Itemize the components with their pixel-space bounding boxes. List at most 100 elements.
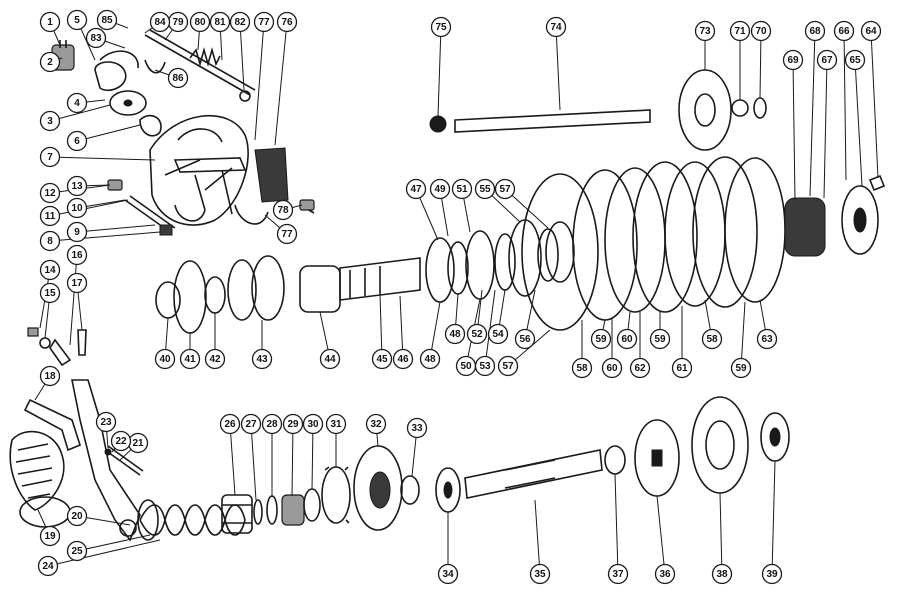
callout-circle bbox=[37, 555, 59, 577]
leader-line-11 bbox=[49, 199, 129, 217]
mainshaft-and-clutch-assembly bbox=[155, 69, 886, 334]
callout-circle bbox=[302, 413, 324, 435]
leader-line-37 bbox=[614, 473, 619, 575]
callout-number: 69 bbox=[787, 55, 799, 66]
part-callout-64: 64 bbox=[860, 20, 882, 42]
part-callout-59: 59 bbox=[730, 357, 752, 379]
leader-line-27 bbox=[250, 423, 257, 501]
leader-line-59 bbox=[740, 301, 746, 369]
callout-circle bbox=[39, 182, 61, 204]
part-callout-41: 41 bbox=[179, 348, 201, 370]
callout-number: 52 bbox=[471, 329, 483, 340]
part-callout-74: 74 bbox=[545, 16, 567, 38]
callout-number: 75 bbox=[435, 22, 447, 33]
callout-circle bbox=[39, 11, 61, 33]
part-callout-85: 85 bbox=[96, 9, 118, 31]
leader-line-30 bbox=[311, 423, 314, 491]
part-callout-20: 20 bbox=[66, 505, 88, 527]
callout-number: 61 bbox=[676, 363, 688, 374]
part-callout-82: 82 bbox=[229, 11, 251, 33]
part-callout-1: 1 bbox=[39, 11, 61, 33]
callout-number: 44 bbox=[324, 354, 336, 365]
leader-line-25 bbox=[76, 534, 151, 552]
part-callout-76: 76 bbox=[276, 11, 298, 33]
leader-line-24 bbox=[47, 539, 161, 567]
callout-number: 43 bbox=[256, 354, 268, 365]
callout-number: 33 bbox=[411, 423, 423, 434]
callout-number: 22 bbox=[115, 436, 127, 447]
callout-circle bbox=[66, 92, 88, 114]
callout-circle bbox=[756, 328, 778, 350]
callout-circle bbox=[430, 16, 452, 38]
callout-number: 37 bbox=[612, 569, 624, 580]
callout-circle bbox=[629, 357, 651, 379]
leader-line-77 bbox=[254, 21, 265, 141]
callout-circle bbox=[392, 348, 414, 370]
callout-number: 25 bbox=[71, 546, 83, 557]
callout-circle bbox=[474, 355, 496, 377]
leader-line-69 bbox=[792, 59, 796, 201]
callout-number: 86 bbox=[172, 73, 184, 84]
callout-circle bbox=[66, 9, 88, 31]
callout-circle bbox=[149, 11, 171, 33]
callout-number: 18 bbox=[44, 371, 56, 382]
callout-number: 66 bbox=[838, 26, 850, 37]
callout-number: 48 bbox=[449, 329, 461, 340]
callout-number: 16 bbox=[71, 250, 83, 261]
part-callout-62: 62 bbox=[629, 357, 651, 379]
leader-line-67 bbox=[823, 59, 828, 199]
part-callout-2: 2 bbox=[39, 51, 61, 73]
callout-circle bbox=[437, 563, 459, 585]
callout-number: 71 bbox=[734, 26, 746, 37]
callout-number: 23 bbox=[100, 417, 112, 428]
part-callout-15: 15 bbox=[39, 282, 61, 304]
part-callout-11: 11 bbox=[39, 205, 61, 227]
callout-number: 45 bbox=[376, 354, 388, 365]
part-callout-40: 40 bbox=[154, 348, 176, 370]
part-callout-28: 28 bbox=[261, 413, 283, 435]
callout-number: 26 bbox=[224, 419, 236, 430]
callout-circle bbox=[729, 20, 751, 42]
callout-number: 60 bbox=[621, 334, 633, 345]
callout-circle bbox=[406, 417, 428, 439]
callout-number: 1 bbox=[47, 17, 53, 28]
part-callout-56: 56 bbox=[514, 328, 536, 350]
callout-number: 31 bbox=[330, 419, 342, 430]
part-callout-48: 48 bbox=[419, 348, 441, 370]
callout-circle bbox=[39, 110, 61, 132]
part-callout-25: 25 bbox=[66, 540, 88, 562]
callout-number: 41 bbox=[184, 354, 196, 365]
part-callout-10: 10 bbox=[66, 197, 88, 219]
leader-line-64 bbox=[870, 30, 879, 179]
callout-circle bbox=[466, 323, 488, 345]
callout-circle bbox=[229, 11, 251, 33]
leader-line-76 bbox=[274, 21, 288, 146]
callout-number: 65 bbox=[849, 55, 861, 66]
part-callout-35: 35 bbox=[529, 563, 551, 585]
part-callout-61: 61 bbox=[671, 357, 693, 379]
callout-circle bbox=[39, 259, 61, 281]
leader-line-6 bbox=[76, 124, 141, 142]
leader-line-7 bbox=[49, 156, 156, 161]
callout-circle bbox=[96, 9, 118, 31]
part-callout-42: 42 bbox=[204, 348, 226, 370]
part-callout-17: 17 bbox=[66, 272, 88, 294]
part-callout-18: 18 bbox=[39, 365, 61, 387]
leader-line-65 bbox=[854, 59, 863, 187]
callout-number: 64 bbox=[865, 26, 877, 37]
part-callout-52: 52 bbox=[466, 323, 488, 345]
part-callout-32: 32 bbox=[365, 413, 387, 435]
callout-number: 38 bbox=[716, 569, 728, 580]
part-callout-49: 49 bbox=[429, 178, 451, 200]
kickstart-assembly bbox=[9, 327, 246, 542]
leader-line-66 bbox=[843, 30, 847, 181]
callout-number: 39 bbox=[766, 569, 778, 580]
callout-number: 85 bbox=[101, 15, 113, 26]
part-callout-47: 47 bbox=[405, 178, 427, 200]
callout-circle bbox=[833, 20, 855, 42]
part-callout-12: 12 bbox=[39, 182, 61, 204]
part-callout-7: 7 bbox=[39, 146, 61, 168]
callout-circle bbox=[711, 563, 733, 585]
part-callout-39: 39 bbox=[761, 563, 783, 585]
